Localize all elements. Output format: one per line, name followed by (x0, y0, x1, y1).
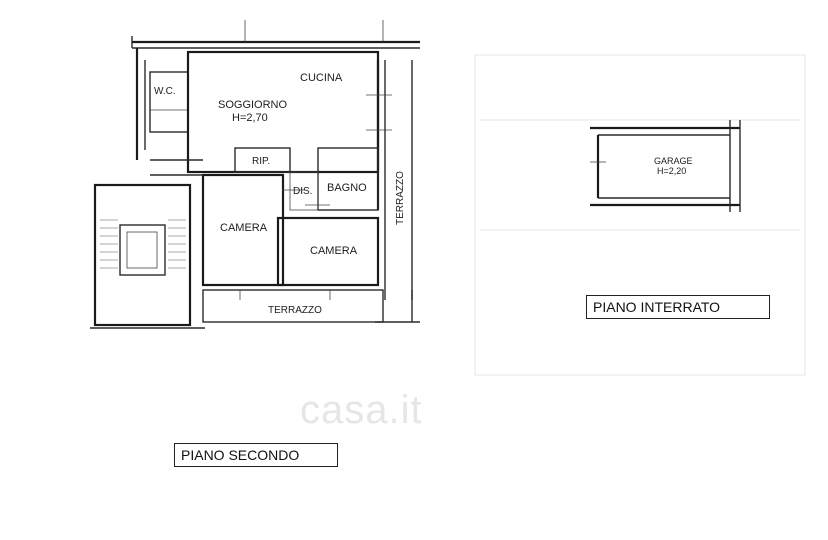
apartment-outline (135, 48, 413, 323)
room-label-camera-2: CAMERA (310, 245, 358, 257)
room-label-rip: RIP. (252, 156, 270, 167)
floor-label-piano-secondo: PIANO SECONDO (174, 443, 338, 467)
room-label-camera-1: CAMERA (220, 222, 268, 234)
room-label-bagno: BAGNO (327, 182, 367, 194)
bottom-right-wall (375, 290, 420, 323)
room-label-dis: DIS. (293, 186, 312, 197)
floor-label-piano-interrato: PIANO INTERRATO (586, 295, 770, 319)
top-wall (131, 20, 420, 49)
scan-artifacts (474, 54, 806, 376)
room-label-soggiorno: SOGGIORNO (218, 99, 288, 111)
garage-plan (590, 120, 741, 212)
room-label-cucina: CUCINA (300, 72, 343, 84)
room-label-wc: W.C. (154, 86, 176, 97)
terrace-label-bottom: TERRAZZO (268, 305, 322, 316)
room-label-garage: GARAGE (654, 156, 693, 166)
terrace-label-side: TERRAZZO (395, 171, 406, 225)
watermark: casa.it (300, 388, 423, 432)
stairwell (90, 183, 205, 329)
room-label-garage-height: H=2,20 (657, 166, 686, 176)
room-label-soggiorno-height: H=2,70 (232, 112, 268, 124)
